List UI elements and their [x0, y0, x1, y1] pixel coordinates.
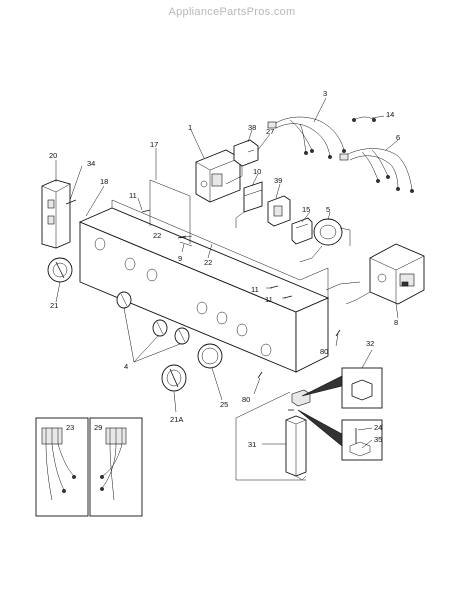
callout-11a: 11 — [129, 191, 137, 200]
control-panel — [78, 179, 330, 373]
callout-4: 4 — [124, 362, 128, 371]
side-bracket — [41, 179, 71, 249]
dial-25 — [197, 343, 223, 369]
wire-harness-3 — [267, 116, 346, 159]
callout-11b: 11 — [251, 285, 259, 294]
inset-harness-29 — [89, 417, 143, 517]
callout-38: 38 — [248, 123, 256, 132]
bracket-31 — [285, 389, 311, 481]
callout-21a: 21A — [170, 415, 183, 424]
watermark: AppliancePartsPros.com — [168, 6, 296, 18]
callout-24: 24 — [374, 423, 382, 432]
screws — [65, 199, 341, 411]
callout-18: 18 — [100, 177, 108, 186]
timer — [195, 149, 241, 203]
callout-31: 31 — [248, 440, 256, 449]
switch-38 — [225, 139, 259, 185]
callout-29: 29 — [94, 423, 102, 432]
leader-lines — [55, 97, 399, 481]
switch-10 — [235, 181, 263, 228]
callout-8: 8 — [394, 318, 398, 327]
callout-22a: 22 — [153, 231, 161, 240]
callout-25: 25 — [220, 400, 228, 409]
detail-32 — [301, 367, 383, 409]
valve-assembly — [325, 243, 425, 305]
callout-20: 20 — [49, 151, 57, 160]
callout-27: 27 — [266, 127, 274, 136]
knob-21a — [161, 364, 187, 392]
wire-14 — [352, 116, 376, 122]
callout-15: 15 — [302, 205, 310, 214]
callout-21: 21 — [50, 301, 58, 310]
callout-34: 34 — [87, 159, 95, 168]
switch-39 — [267, 195, 291, 227]
callout-23: 23 — [66, 423, 74, 432]
callout-35: 35 — [374, 435, 382, 444]
callout-3: 3 — [323, 89, 327, 98]
callout-22b: 22 — [204, 258, 212, 267]
callout-80b: 80 — [242, 395, 250, 404]
callout-9: 9 — [178, 254, 182, 263]
detail-24-35 — [297, 409, 383, 461]
callout-11c: 11 — [265, 295, 273, 304]
callout-32: 32 — [366, 339, 374, 348]
callout-80a: 80 — [320, 347, 328, 356]
switch-15 — [291, 217, 313, 245]
wire-harness-6 — [339, 148, 414, 193]
inset-harness-23 — [35, 417, 89, 517]
callout-6: 6 — [396, 133, 400, 142]
callout-10: 10 — [253, 167, 261, 176]
callout-5: 5 — [326, 205, 330, 214]
knobs-4 — [116, 291, 190, 345]
callout-14: 14 — [386, 110, 394, 119]
callout-labels: 1 3 14 6 38 27 10 39 15 5 17 20 34 18 11… — [49, 89, 400, 449]
callout-39: 39 — [274, 176, 282, 185]
knob-21 — [47, 257, 73, 283]
callout-17: 17 — [150, 140, 158, 149]
callout-1: 1 — [188, 123, 192, 132]
